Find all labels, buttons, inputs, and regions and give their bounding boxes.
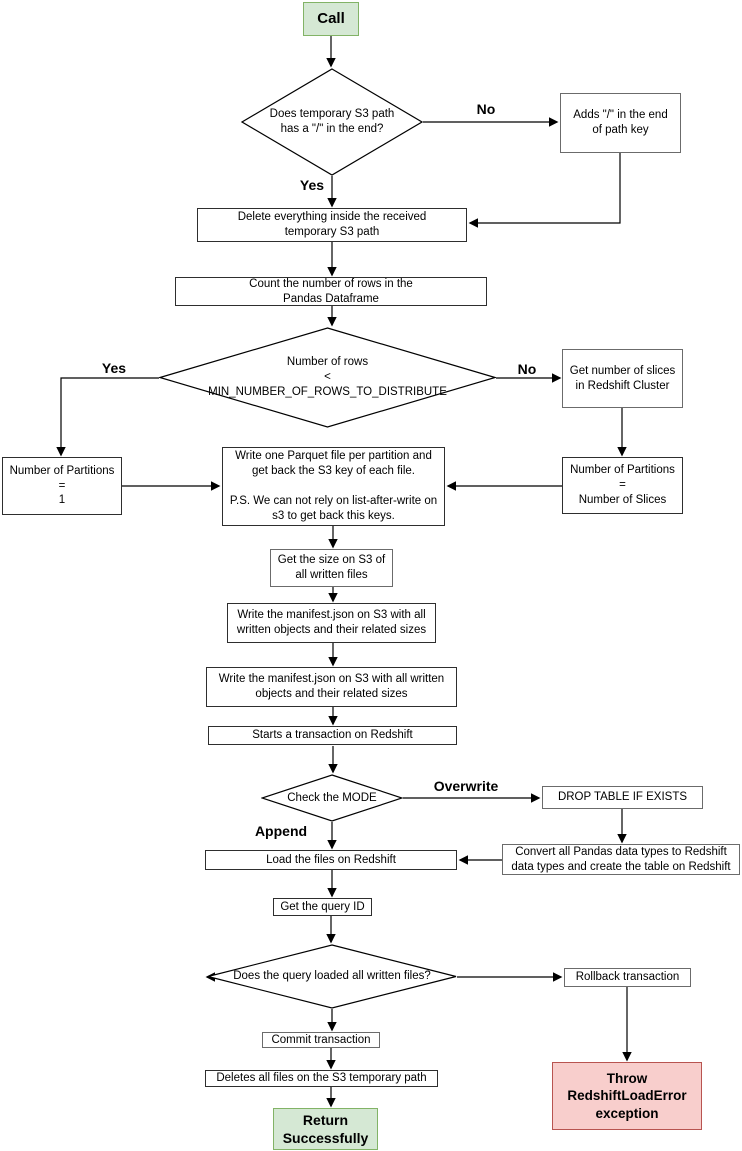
node-adds-slash: Adds "/" in the end of path key xyxy=(560,93,681,153)
node-get-slices: Get number of slices in Redshift Cluster xyxy=(562,349,683,408)
node-get-size: Get the size on S3 of all written files xyxy=(270,549,393,587)
node-get-query-id: Get the query ID xyxy=(273,898,372,916)
edge-label-yes: Yes xyxy=(299,177,325,193)
node-count-rows: Count the number of rows in the Pandas D… xyxy=(175,277,487,306)
decision-check-mode-label: Check the MODE xyxy=(287,791,377,804)
diamond-shape xyxy=(241,68,423,176)
diamond-shape xyxy=(159,327,496,428)
node-commit: Commit transaction xyxy=(262,1032,380,1048)
node-write-manifest-2: Write the manifest.json on S3 with all w… xyxy=(206,667,457,707)
decision-query-loaded-label: Does the query loaded all written files? xyxy=(233,970,431,983)
node-write-manifest-1: Write the manifest.json on S3 with all w… xyxy=(227,603,436,643)
diamond-shape xyxy=(261,774,403,822)
edge-label-overwrite: Overwrite xyxy=(433,778,499,794)
decision-check-slash-label: Does temporary S3 path has a "/" in the … xyxy=(269,108,395,135)
node-partitions-one: Number of Partitions = 1 xyxy=(2,457,122,515)
node-write-parquet: Write one Parquet file per partition and… xyxy=(222,447,445,526)
edge-label-append: Append xyxy=(254,823,308,839)
decision-check-mode: Check the MODE xyxy=(261,774,403,822)
decision-query-loaded: Does the query loaded all written files? xyxy=(207,944,457,1009)
edge-rows-yes xyxy=(56,377,159,457)
node-delete-files: Deletes all files on the S3 temporary pa… xyxy=(205,1070,438,1087)
diamond-shape xyxy=(207,944,457,1009)
decision-min-rows: Number of rows < MIN_NUMBER_OF_ROWS_TO_D… xyxy=(159,327,496,428)
node-call: Call xyxy=(303,2,359,36)
node-throw-error: Throw RedshiftLoadError exception xyxy=(552,1062,702,1130)
node-drop-table: DROP TABLE IF EXISTS xyxy=(542,786,703,809)
node-start-transaction: Starts a transaction on Redshift xyxy=(208,726,457,745)
node-return-success: Return Successfully xyxy=(273,1108,378,1150)
node-delete-temp-path: Delete everything inside the received te… xyxy=(197,208,467,242)
node-load-files: Load the files on Redshift xyxy=(205,850,457,870)
edge-adds-to-delete xyxy=(468,153,621,228)
decision-min-rows-label: Number of rows < MIN_NUMBER_OF_ROWS_TO_D… xyxy=(208,356,447,398)
node-partitions-slices: Number of Partitions = Number of Slices xyxy=(562,457,683,514)
edge-label-rows-no: No xyxy=(517,361,537,377)
edge-label-no: No xyxy=(476,101,496,117)
edge-label-rows-yes: Yes xyxy=(101,360,127,376)
decision-check-slash: Does temporary S3 path has a "/" in the … xyxy=(241,68,423,176)
node-rollback: Rollback transaction xyxy=(564,968,691,987)
node-convert-types: Convert all Pandas data types to Redshif… xyxy=(502,844,740,875)
